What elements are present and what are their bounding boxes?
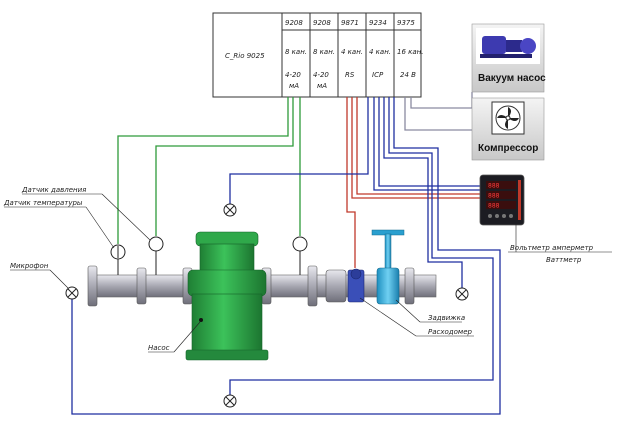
blue-wire-accel-bottom <box>229 97 494 398</box>
svg-text:888: 888 <box>488 183 500 190</box>
label-flowmeter: Расходомер <box>428 328 472 336</box>
green-wire-pressure <box>155 97 294 236</box>
module-1-id: 9208 <box>285 19 303 27</box>
module-4-interface: ICP <box>372 71 384 79</box>
svg-text:888: 888 <box>488 203 500 210</box>
module-1-range: 4-20 <box>285 71 301 79</box>
red-wire-meter-1 <box>351 97 480 199</box>
label-pump: Насос <box>148 344 170 352</box>
label-meter-line2: Ваттметр <box>546 256 582 264</box>
green-wire-temperature <box>117 97 289 244</box>
module-3-id: 9871 <box>341 19 359 27</box>
sensors <box>110 236 308 275</box>
module-2-unit: мА <box>317 82 327 90</box>
module-2-range: 4-20 <box>313 71 329 79</box>
blue-wire-meter-a <box>373 97 480 191</box>
compressor-label: Компрессор <box>478 143 538 154</box>
blue-wire-meter-b <box>378 97 480 187</box>
label-pressure-sensor: Датчик давления <box>21 186 86 194</box>
module-5-channels: 16 кан. <box>397 48 423 56</box>
vibration-sensor-bottom-icon <box>223 394 237 408</box>
blue-wire-microphone <box>71 97 501 415</box>
pump <box>185 231 269 361</box>
label-microphone: Микрофон <box>10 262 49 270</box>
controller-crio: C_Rio 9025 9208 8 кан. 4-20 мА 9208 8 ка… <box>212 12 423 98</box>
controller-name: C_Rio 9025 <box>225 52 265 60</box>
vacuum-pump-device: Вакуум насос <box>471 23 546 93</box>
vibration-sensor-top-icon <box>223 203 237 217</box>
wires <box>71 92 501 415</box>
vacuum-pump-icon <box>480 36 536 58</box>
vacuum-pump-label: Вакуум насос <box>478 73 546 84</box>
fan-icon <box>495 105 521 131</box>
module-5-id: 9375 <box>397 19 415 27</box>
module-3-channels: 4 кан. <box>341 48 363 56</box>
module-4-id: 9234 <box>369 19 387 27</box>
vibration-sensors <box>65 203 469 408</box>
flowmeter <box>347 268 365 303</box>
labels: Датчик давления Датчик температуры Микро… <box>3 186 612 353</box>
svg-text:888: 888 <box>488 193 500 200</box>
module-5-voltage: 24 В <box>400 71 416 79</box>
power-meter-device: 888 888 888 <box>479 174 525 226</box>
blue-wire-accel-top <box>229 97 369 206</box>
module-2-id: 9208 <box>313 19 331 27</box>
module-1-channels: 8 кан. <box>285 48 307 56</box>
vibration-sensor-right-icon <box>455 287 469 301</box>
module-4-channels: 4 кан. <box>369 48 391 56</box>
compressor-device: Компрессор <box>471 97 545 161</box>
pressure-sensor-icon <box>148 236 164 252</box>
label-valve: Задвижка <box>428 314 465 322</box>
blue-wire-accel-right <box>383 97 463 290</box>
valve <box>371 229 405 305</box>
pressure-sensor-2-icon <box>292 236 308 252</box>
module-1-unit: мА <box>289 82 299 90</box>
red-wire-meter-2 <box>356 97 480 195</box>
label-meter-line1: Вольтметр амперметр <box>510 244 594 252</box>
module-3-interface: RS <box>345 71 355 79</box>
gray-wire-compressor <box>404 97 472 131</box>
microphone-icon <box>65 286 79 300</box>
red-wire-flowmeter <box>346 97 356 268</box>
module-2-channels: 8 кан. <box>313 48 335 56</box>
label-temperature-sensor: Датчик температуры <box>3 199 83 207</box>
